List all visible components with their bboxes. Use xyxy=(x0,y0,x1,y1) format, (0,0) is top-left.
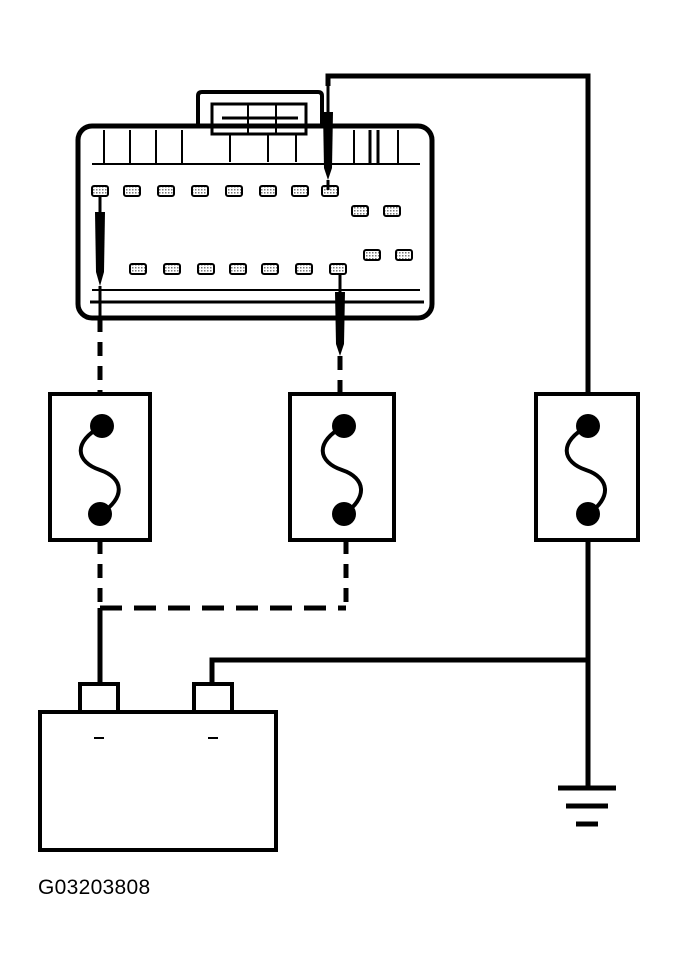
pin-row-upper xyxy=(91,185,401,217)
battery-terminal-positive xyxy=(192,682,234,714)
test-probe-middle xyxy=(335,274,345,356)
figure-caption: G03203808 xyxy=(38,876,151,899)
connector-housing xyxy=(75,123,435,321)
battery-case xyxy=(38,710,278,852)
test-probe-right xyxy=(323,86,333,190)
latch-inner-frame xyxy=(210,102,308,136)
fuse-left xyxy=(48,392,152,542)
wire-to-positive-terminal xyxy=(209,657,588,684)
connector-module xyxy=(75,90,435,321)
fuse-right xyxy=(534,392,640,542)
fuse-middle xyxy=(288,392,396,542)
pin-row-lower xyxy=(129,249,413,275)
connector-latch xyxy=(196,90,324,126)
wire-solid-top-right xyxy=(325,73,591,424)
ground-symbol xyxy=(558,785,616,827)
battery-terminal-negative xyxy=(78,682,120,714)
test-probe-left xyxy=(95,196,105,318)
battery xyxy=(38,682,278,852)
